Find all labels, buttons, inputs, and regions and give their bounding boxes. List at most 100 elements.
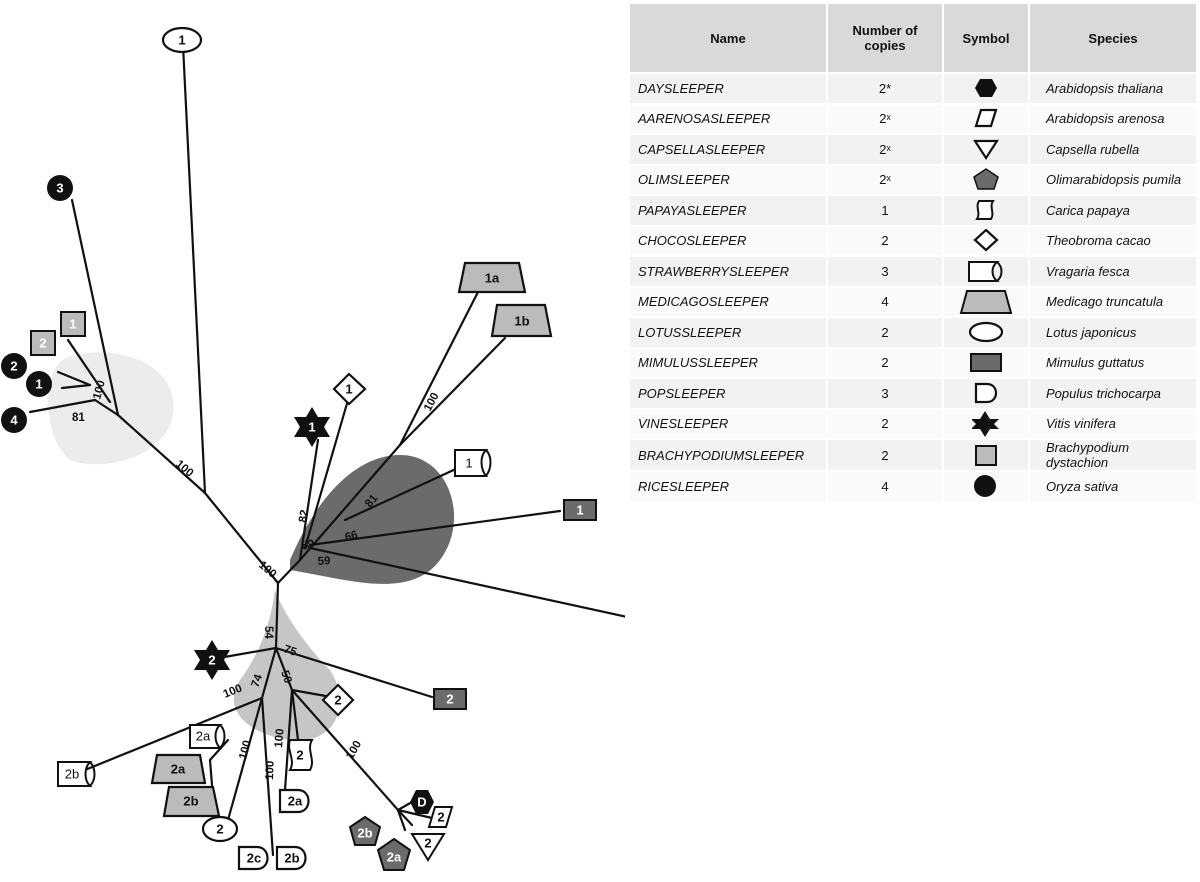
cell-species: Mimulus guttatus [1028,346,1198,379]
bootstrap-value: 100 [173,458,195,480]
svg-text:2a: 2a [196,729,211,744]
cell-symbol [942,346,1030,379]
white-diamond-icon [973,229,999,252]
bootstrap-value: 50 [278,669,294,685]
svg-text:2: 2 [39,336,46,351]
white-triangle-down-icon [973,139,999,160]
tip-arenosa-2: 2 [427,806,454,828]
white-parallelogram-icon [974,109,998,128]
white-ellipse-icon [968,321,1004,342]
svg-text:D: D [417,795,426,810]
cell-name: LOTUSSLEEPER [628,316,828,349]
clade-shading-dark [290,455,455,584]
svg-text:2b: 2b [284,851,299,866]
tip-vine-1: 1 [294,407,330,447]
cell-copies: 2* [826,72,944,105]
cell-species: Olimarabidopsis pumila [1028,163,1198,196]
cell-symbol [942,224,1030,257]
cell-name: STRAWBERRYSLEEPER [628,255,828,288]
tip-mimulus-1: 1 [563,499,597,521]
cell-copies: 2 [826,224,944,257]
white-scroll-icon [968,260,1003,282]
svg-text:1b: 1b [514,314,529,329]
cell-symbol [942,194,1030,227]
black-star-icon [972,410,999,437]
cell-copies: 2 [826,438,944,472]
tree-branches [28,43,625,857]
tip-medicago-1a: 1a [457,261,527,294]
bootstrap-value: 100 [237,739,254,761]
cell-symbol [942,285,1030,318]
cell-name: CAPSELLASLEEPER [628,133,828,166]
cell-symbol [942,377,1030,410]
bootstrap-value: 74 [250,672,266,689]
tip-pop-2a: 2a [278,788,310,814]
bootstrap-value: 66 [344,529,359,544]
cell-name: BRACHYPODIUMSLEEPER [628,438,828,472]
cell-species: Capsella rubella [1028,133,1198,166]
bootstrap-value: 75 [282,643,298,659]
svg-text:2: 2 [424,836,431,851]
cell-species: Medicago truncatula [1028,285,1198,318]
cell-symbol [942,163,1030,196]
cell-name: PAPAYASLEEPER [628,194,828,227]
tip-lotus-1: 1 [161,26,203,54]
cell-symbol [942,255,1030,288]
svg-text:1: 1 [465,456,472,471]
bootstrap-value: 100 [264,761,277,781]
tip-choco-2: 2 [321,683,355,717]
tip-pop-2b: 2b [275,845,307,871]
gray-trapezoid-icon [959,289,1013,314]
svg-text:2c: 2c [247,851,261,866]
svg-text:1: 1 [345,382,352,397]
svg-text:2: 2 [334,693,341,708]
bootstrap-value: 95 [300,536,317,554]
tip-rice-4: 4 [1,407,27,433]
tip-choco-1: 1 [332,372,367,406]
black-circle-icon [974,474,996,497]
gray-square-icon [975,444,997,466]
tip-brachy-2: 2 [30,330,56,356]
tip-medicago-1b: 1b [490,303,553,338]
cell-species: Vitis vinifera [1028,407,1198,440]
clade-shading-mid [233,590,340,741]
phylogenetic-tree: .br{stroke:#111;stroke-width:2.2;fill:no… [1,26,625,871]
cell-species: Oryza sativa [1028,470,1198,503]
tip-daysleeper-d: D [410,790,434,814]
cell-species: Lotus japonicus [1028,316,1198,349]
svg-text:2: 2 [446,692,453,707]
cell-symbol [942,470,1030,503]
cell-name: CHOCOSLEEPER [628,224,828,257]
svg-text:2a: 2a [171,762,186,777]
svg-text:2: 2 [208,653,215,668]
cell-copies: 2ˣ [826,163,944,196]
svg-text:1: 1 [35,377,42,392]
cell-symbol [942,133,1030,166]
tip-strawberry-2b: 2b [57,761,96,787]
tip-rice-1: 1 [26,371,52,397]
cell-species: Arabidopsis thaliana [1028,72,1198,105]
cell-species: Populus trichocarpa [1028,377,1198,410]
tip-rice-2: 2 [1,353,27,379]
svg-text:2: 2 [216,822,223,837]
header-copies: Number of copies [826,2,944,74]
bootstrap-value: 54 [262,626,274,639]
header-symbol: Symbol [942,2,1030,74]
svg-text:1a: 1a [485,271,500,286]
tip-mimulus-2: 2 [433,688,467,710]
svg-text:2a: 2a [387,850,402,865]
tip-strawberry-2a: 2a [189,724,226,749]
gray-pentagon-icon [973,168,999,190]
cell-copies: 3 [826,377,944,410]
